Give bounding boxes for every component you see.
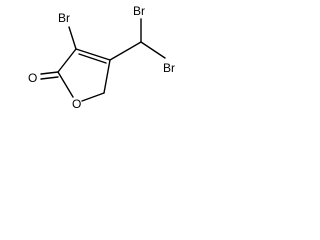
bond-c2-o-carbonyl-double [40, 76, 59, 80]
bond-ch-br-right [140, 41, 166, 59]
bond-c5-o1 [81, 92, 105, 102]
structure-canvas: Br Br Br O O [0, 0, 192, 125]
bond-c4-c5 [103, 59, 111, 94]
atom-br-side-top: Br [133, 4, 145, 18]
atom-br-ring: Br [58, 11, 70, 25]
bond-c4-chbr2 [109, 41, 142, 61]
bond-c2-c3 [57, 48, 77, 73]
bond-c2-o-carbonyl [40, 71, 59, 75]
bond-o1-c2 [57, 71, 74, 98]
bond-c3-c4-double [78, 53, 107, 64]
atom-o-carbonyl: O [28, 71, 37, 85]
molecule-structure: Br Br Br O O [28, 4, 175, 111]
bond-c3-br [68, 26, 77, 50]
atom-br-side-right: Br [163, 61, 175, 75]
bond-c3-c4 [75, 48, 111, 61]
atom-o-ring: O [72, 97, 81, 111]
